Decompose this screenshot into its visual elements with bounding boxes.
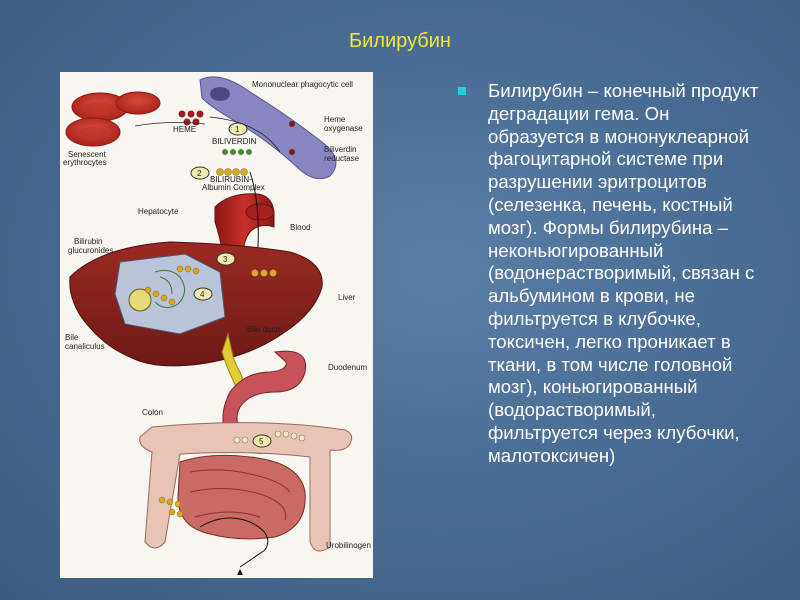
duodenum-label: Duodenum <box>328 363 367 372</box>
heme-oxygenase-label-2: oxygenase <box>324 124 363 133</box>
heme-oxygenase-label: Heme <box>324 115 346 124</box>
bullet-list: Билирубин – конечный продукт деградации … <box>458 80 768 468</box>
biliverdin-reductase-label: Biliverdin <box>324 145 356 154</box>
biliverdin-label: BILIVERDIN <box>212 137 257 146</box>
bilirubin-metabolism-diagram: Senescent erythrocytes HEME Mononuclear … <box>60 72 373 578</box>
bilirubin-glucuronides-label-2: glucuronides <box>68 246 113 255</box>
liver-label: Liver <box>338 293 356 302</box>
heme-label: HEME <box>173 125 196 134</box>
step-4-badge: 4 <box>200 290 205 299</box>
step-1-badge: 1 <box>235 125 240 134</box>
biliverdin-reductase-label-2: reductase <box>324 154 360 163</box>
slide-title: Билирубин <box>0 30 800 53</box>
step-3-badge: 3 <box>223 255 228 264</box>
step-5-badge: 5 <box>259 437 264 446</box>
senescent-label-2: erythrocytes <box>63 158 107 167</box>
mono-cell-label: Mononuclear phagocytic cell <box>252 80 353 89</box>
hepatocyte-label: Hepatocyte <box>138 207 179 216</box>
step-2-badge: 2 <box>197 169 202 178</box>
biliverdin-molecules <box>222 149 252 155</box>
bile-ducts-label: Bile ducts <box>247 325 282 334</box>
colon-label: Colon <box>142 408 163 417</box>
urobilinogen-label: Urobilinogen <box>326 541 371 550</box>
bilirubin-albumin-label-2: Albumin Complex <box>202 183 265 192</box>
bullet-item: Билирубин – конечный продукт деградации … <box>458 80 768 468</box>
bullet-square-icon <box>458 87 466 95</box>
bullet-text: Билирубин – конечный продукт деградации … <box>488 80 758 466</box>
bile-canaliculus-label-2: canaliculus <box>65 342 105 351</box>
blood-label: Blood <box>290 223 310 232</box>
bilirubin-glucuronides-label: Bilirubin <box>74 237 102 246</box>
small-intestine <box>178 455 305 539</box>
bile-canaliculus-label: Bile <box>65 333 79 342</box>
senescent-erythrocytes <box>66 92 160 146</box>
